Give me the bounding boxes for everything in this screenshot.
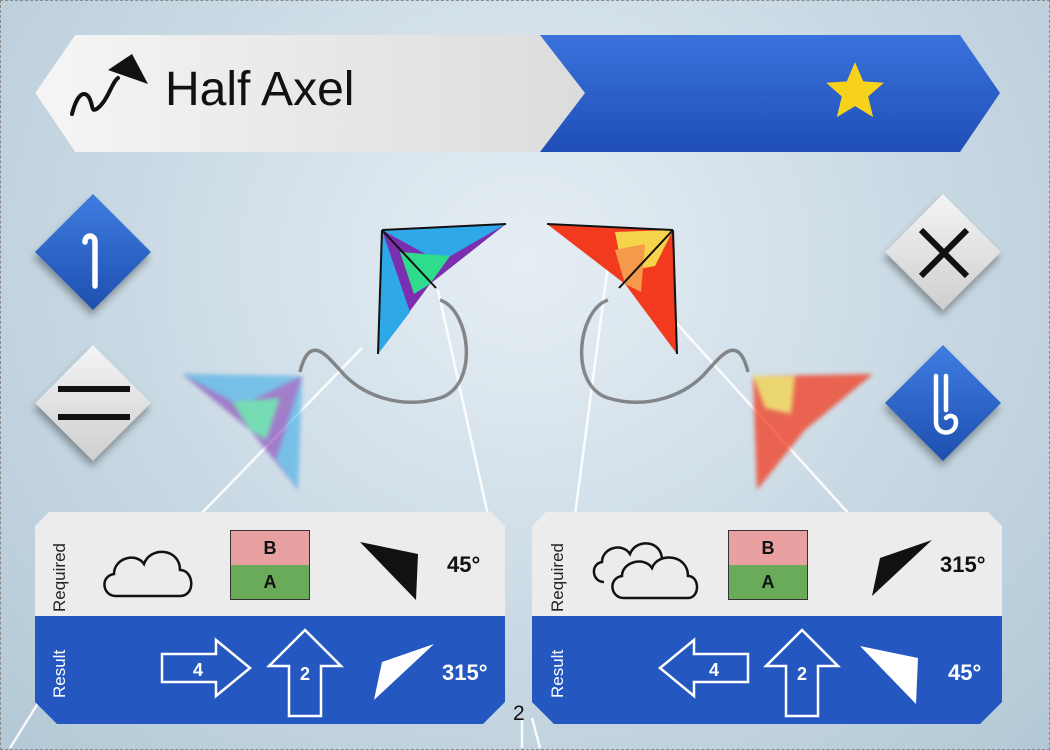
equals-icon xyxy=(58,386,130,420)
title-banner xyxy=(35,35,1000,152)
required-label: Required xyxy=(548,543,567,612)
two-clouds-icon xyxy=(592,542,699,600)
page-number: 2 xyxy=(513,702,525,725)
result-angle-icon xyxy=(374,644,434,700)
required-angle-value: 315° xyxy=(940,552,986,577)
arrow-left-icon xyxy=(658,637,750,699)
trick-title: Half Axel xyxy=(165,63,355,116)
ab-zone-indicator: B A xyxy=(728,530,808,600)
right-flight-path xyxy=(579,298,750,404)
arrow-up-icon xyxy=(762,628,842,718)
zone-b: B xyxy=(231,531,309,565)
result-angle-value: 315° xyxy=(442,660,488,685)
result-move-value-1: 4 xyxy=(708,660,719,680)
result-move-value-2: 2 xyxy=(299,664,310,684)
kite-figure-icon xyxy=(70,54,148,116)
zone-a: A xyxy=(729,565,807,599)
result-move-value-2: 2 xyxy=(796,664,807,684)
result-move-value-1: 4 xyxy=(192,660,203,680)
hook-icon xyxy=(82,233,98,289)
right-kite-ghost xyxy=(753,374,873,490)
result-angle-icon xyxy=(860,646,918,704)
right-kite xyxy=(546,223,678,355)
required-angle-value: 45° xyxy=(447,552,481,577)
arrow-right-icon xyxy=(160,637,252,699)
zone-a: A xyxy=(231,565,309,599)
ab-zone-indicator: B A xyxy=(230,530,310,600)
required-label: Required xyxy=(50,543,69,612)
x-icon xyxy=(918,227,970,279)
result-label: Result xyxy=(548,649,567,698)
arrow-up-icon xyxy=(265,628,345,718)
required-angle-icon xyxy=(872,540,932,596)
double-hook-icon xyxy=(933,373,959,435)
left-kite xyxy=(377,223,507,355)
result-label: Result xyxy=(50,649,69,698)
cloud-icon xyxy=(103,550,193,598)
left-kite-ghost xyxy=(182,374,302,490)
zone-b: B xyxy=(729,531,807,565)
star-icon[interactable] xyxy=(822,58,888,124)
result-angle-value: 45° xyxy=(948,660,982,685)
left-flight-path xyxy=(298,298,469,404)
required-angle-icon xyxy=(360,542,418,600)
